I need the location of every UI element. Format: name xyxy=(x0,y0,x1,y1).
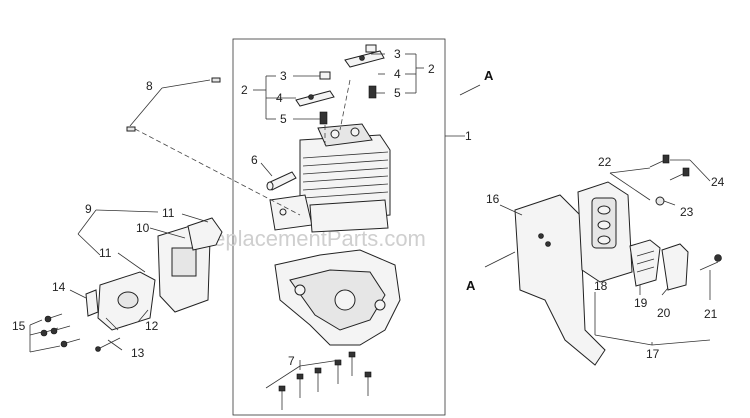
muffler-cover-part xyxy=(514,194,606,366)
callout-19: 19 xyxy=(634,296,648,310)
callout-24: 24 xyxy=(711,175,725,189)
callout-4-left: 4 xyxy=(276,91,283,105)
piston-pin-part xyxy=(266,171,297,191)
crankcase-part xyxy=(274,249,401,346)
callout-2-left: 2 xyxy=(241,83,248,97)
callout-21: 21 xyxy=(704,307,718,321)
bolt-set-part xyxy=(278,351,372,410)
callout-3-right: 3 xyxy=(394,47,401,61)
muffler-body-part xyxy=(577,181,633,283)
dowel-pins-part xyxy=(126,77,301,216)
insulator-part xyxy=(187,217,223,251)
callout-20: 20 xyxy=(657,306,671,320)
callout-17: 17 xyxy=(646,347,660,361)
callout-3-left: 3 xyxy=(280,69,287,83)
callout-8: 8 xyxy=(146,79,153,93)
muffler-cap-part xyxy=(661,243,689,291)
callout-labels: 1 2 3 4 5 2 3 4 5 6 7 8 9 10 11 11 12 13… xyxy=(12,47,725,368)
callout-7: 7 xyxy=(288,354,295,368)
intake-screws-part xyxy=(40,313,81,348)
rocker-arm-right-group xyxy=(344,44,385,99)
callout-22: 22 xyxy=(598,155,612,169)
cylinder-part xyxy=(269,123,391,233)
breather-pipe-part xyxy=(95,317,121,352)
callout-6: 6 xyxy=(251,153,258,167)
callout-23: 23 xyxy=(680,205,694,219)
intake-manifold-part xyxy=(97,271,156,331)
callout-18: 18 xyxy=(594,279,608,293)
callout-16: 16 xyxy=(486,192,500,206)
cylinder-assembly-frame xyxy=(232,38,446,416)
reference-a-lower: A xyxy=(466,278,476,293)
watermark: eReplacementParts.com xyxy=(185,226,426,251)
intake-pin-part xyxy=(85,289,99,317)
callout-11-top: 11 xyxy=(162,206,175,220)
callout-13: 13 xyxy=(131,346,145,360)
callout-4-right: 4 xyxy=(394,67,401,81)
leader-lines xyxy=(29,53,719,389)
callout-15: 15 xyxy=(12,319,26,333)
reference-a-upper: A xyxy=(484,68,494,83)
callout-2-right: 2 xyxy=(428,62,435,76)
rocker-arm-left-group xyxy=(295,71,335,125)
callout-14: 14 xyxy=(52,280,66,294)
callout-11-lower: 11 xyxy=(99,246,112,260)
callout-5-right: 5 xyxy=(394,86,401,100)
muffler-bolts-part xyxy=(649,154,690,206)
callout-5-left: 5 xyxy=(280,112,287,126)
muffler-screw-part xyxy=(714,254,722,262)
callout-1: 1 xyxy=(465,129,472,143)
callout-9: 9 xyxy=(85,202,92,216)
callout-10: 10 xyxy=(136,221,150,235)
callout-12: 12 xyxy=(145,319,159,333)
spark-arrestor-part xyxy=(629,239,661,287)
